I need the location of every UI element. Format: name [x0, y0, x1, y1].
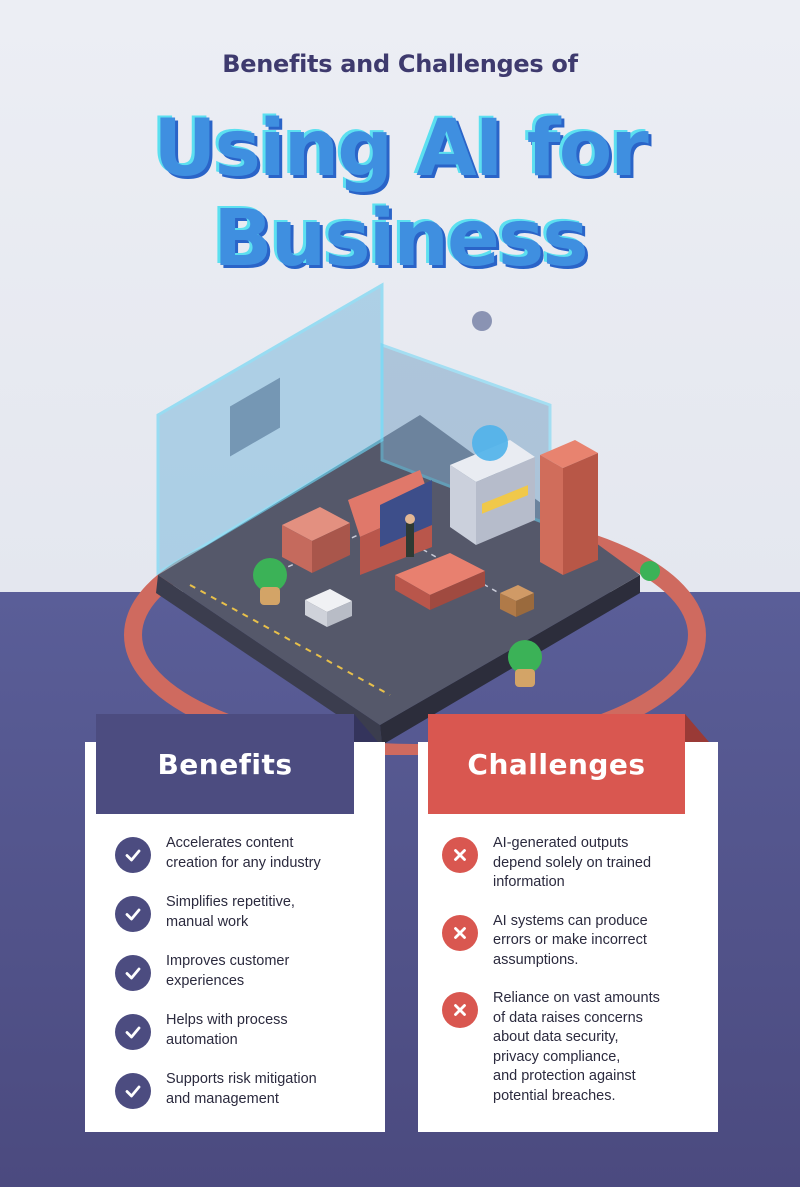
challenges-banner-fold — [685, 714, 709, 742]
checkmark-circle-icon — [115, 1014, 151, 1050]
checkmark-circle-icon — [115, 837, 151, 873]
checkmark-circle-icon — [115, 955, 151, 991]
isometric-office-illustration — [124, 282, 706, 755]
checkmark-circle-icon — [115, 896, 151, 932]
headline-line-1: Using AI for — [153, 104, 649, 194]
benefit-item: Simplifies repetitive,manual work — [115, 893, 375, 952]
benefits-banner-fold — [354, 714, 378, 742]
challenges-heading: Challenges — [428, 714, 685, 814]
headline-line-2: Business — [213, 194, 588, 284]
kicker-title: Benefits and Challenges of — [222, 50, 578, 78]
x-circle-icon — [442, 914, 478, 951]
x-circle-icon — [442, 837, 478, 873]
x-circle-icon — [442, 992, 478, 1028]
checkmark-circle-icon — [115, 1073, 151, 1109]
benefits-heading: Benefits — [96, 714, 354, 814]
benefit-text: Simplifies repetitive,manual work — [166, 894, 295, 930]
